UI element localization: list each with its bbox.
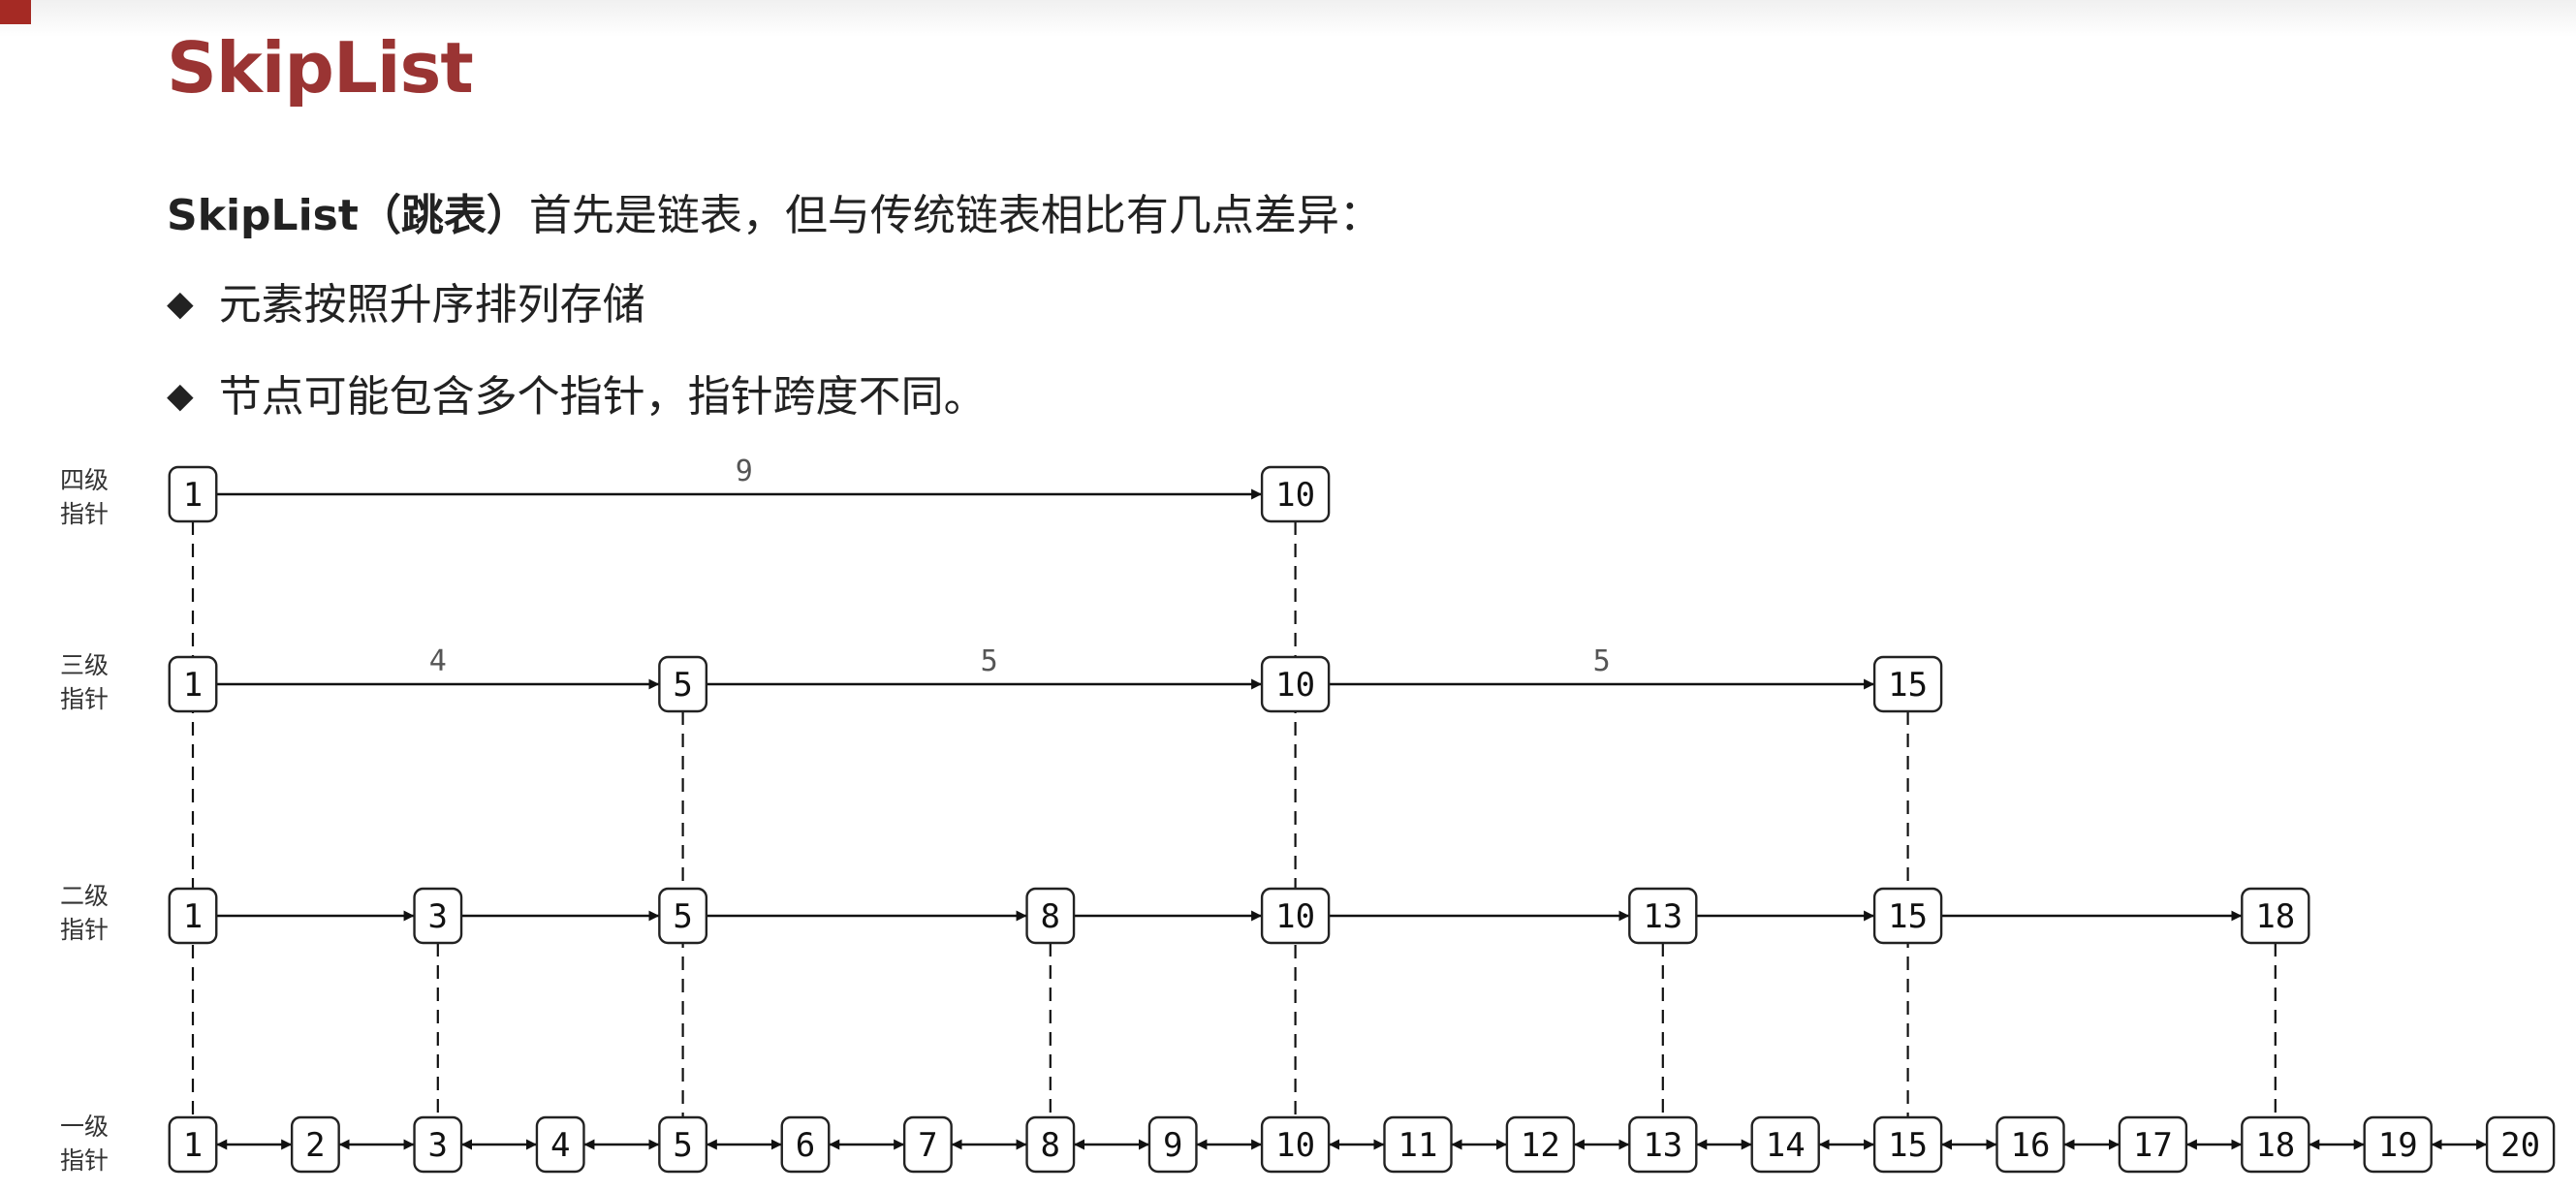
node-value: 15 <box>1888 897 1928 936</box>
node-value: 3 <box>428 1126 448 1165</box>
node-box-10 <box>1260 655 1331 713</box>
node-value: 14 <box>1766 1126 1806 1165</box>
bullet-item: ◆ 元素按照升序排列存储 <box>167 269 645 331</box>
node-value: 18 <box>2255 897 2295 936</box>
node-value: 10 <box>1275 1126 1315 1165</box>
node-value: 1 <box>183 666 203 705</box>
node-box-12 <box>1505 1115 1576 1174</box>
node-box-16 <box>1995 1115 2065 1174</box>
node-value: 5 <box>673 1126 692 1165</box>
span-label: 5 <box>1593 644 1611 678</box>
node-value: 5 <box>673 897 692 936</box>
intro-sentence: SkipList（跳表）首先是链表，但与传统链表相比有几点差异： <box>167 180 1382 242</box>
node-box-5 <box>658 655 708 713</box>
diamond-bullet-icon: ◆ <box>167 284 194 324</box>
node-box-4 <box>535 1115 585 1174</box>
node-value: 5 <box>673 666 692 705</box>
node-value: 6 <box>796 1126 815 1165</box>
page-title: SkipList <box>167 27 474 109</box>
node-box-2 <box>290 1115 340 1174</box>
node-value: 19 <box>2378 1126 2418 1165</box>
level-label-2: 二级 指针 <box>59 882 109 944</box>
node-box-13 <box>1628 887 1698 945</box>
node-box-1 <box>168 465 218 523</box>
node-value: 8 <box>1041 897 1060 936</box>
level-label-4: 四级 指针 <box>59 466 109 528</box>
span-label: 9 <box>736 455 753 488</box>
node-box-1 <box>168 655 218 713</box>
bullet-item: ◆ 节点可能包含多个指针，指针跨度不同。 <box>167 361 987 423</box>
intro-term: SkipList（跳表） <box>167 191 529 240</box>
node-value: 16 <box>2011 1126 2051 1165</box>
node-box-13 <box>1628 1115 1698 1174</box>
node-value: 10 <box>1275 897 1315 936</box>
node-value: 7 <box>918 1126 937 1165</box>
level-label-3: 三级 指针 <box>59 651 109 713</box>
node-box-18 <box>2241 1115 2310 1174</box>
node-box-6 <box>780 1115 831 1174</box>
span-labels: 9 4 5 5 <box>429 455 1611 678</box>
bullet-text: 元素按照升序排列存储 <box>218 280 645 329</box>
level-arrows <box>216 488 2488 1150</box>
node-value: 8 <box>1041 1126 1060 1165</box>
node-box-15 <box>1872 887 1943 945</box>
node-value: 3 <box>428 897 448 936</box>
node-box-10 <box>1260 465 1331 523</box>
node-value: 10 <box>1275 476 1315 515</box>
node-box-11 <box>1383 1115 1453 1174</box>
span-label: 4 <box>429 644 447 678</box>
node-value: 2 <box>305 1126 325 1165</box>
vertical-connectors <box>191 521 2277 1117</box>
node-box-8 <box>1025 1115 1076 1174</box>
node-value: 17 <box>2133 1126 2173 1165</box>
node-value: 1 <box>183 897 203 936</box>
node-value: 11 <box>1398 1126 1438 1165</box>
node-box-5 <box>658 887 708 945</box>
bullet-text: 节点可能包含多个指针，指针跨度不同。 <box>218 372 987 422</box>
node-value: 13 <box>1643 897 1682 936</box>
node-box-3 <box>413 887 463 945</box>
node-box-14 <box>1750 1115 1820 1174</box>
node-value: 12 <box>1521 1126 1560 1165</box>
node-box-1 <box>168 1115 218 1174</box>
node-value: 9 <box>1163 1126 1182 1165</box>
node-box-10 <box>1260 887 1331 945</box>
node-box-7 <box>902 1115 953 1174</box>
node-value: 15 <box>1888 666 1928 705</box>
node-value: 1 <box>183 476 203 515</box>
corner-accent <box>0 0 31 24</box>
node-box-8 <box>1025 887 1076 945</box>
intro-text: 首先是链表，但与传统链表相比有几点差异： <box>528 191 1382 240</box>
node-box-10 <box>1260 1115 1331 1174</box>
top-band <box>0 0 2576 37</box>
node-value: 10 <box>1275 666 1315 705</box>
node-value: 18 <box>2255 1126 2295 1165</box>
node-box-17 <box>2118 1115 2188 1174</box>
node-value: 1 <box>183 1126 203 1165</box>
node-box-3 <box>413 1115 463 1174</box>
diamond-bullet-icon: ◆ <box>167 376 194 416</box>
node-box-20 <box>2485 1115 2556 1174</box>
node-box-18 <box>2241 887 2310 945</box>
node-box-5 <box>658 1115 708 1174</box>
span-label: 5 <box>981 644 998 678</box>
node-value: 4 <box>550 1126 570 1165</box>
node-box-15 <box>1872 655 1943 713</box>
node-value: 13 <box>1643 1126 1682 1165</box>
level-label-1: 一级 指针 <box>59 1113 109 1175</box>
node-box-19 <box>2363 1115 2433 1174</box>
node-box-1 <box>168 887 218 945</box>
node-box-15 <box>1872 1115 1943 1174</box>
node-value: 20 <box>2500 1126 2540 1165</box>
node-value: 15 <box>1888 1126 1928 1165</box>
node-box-9 <box>1147 1115 1198 1174</box>
